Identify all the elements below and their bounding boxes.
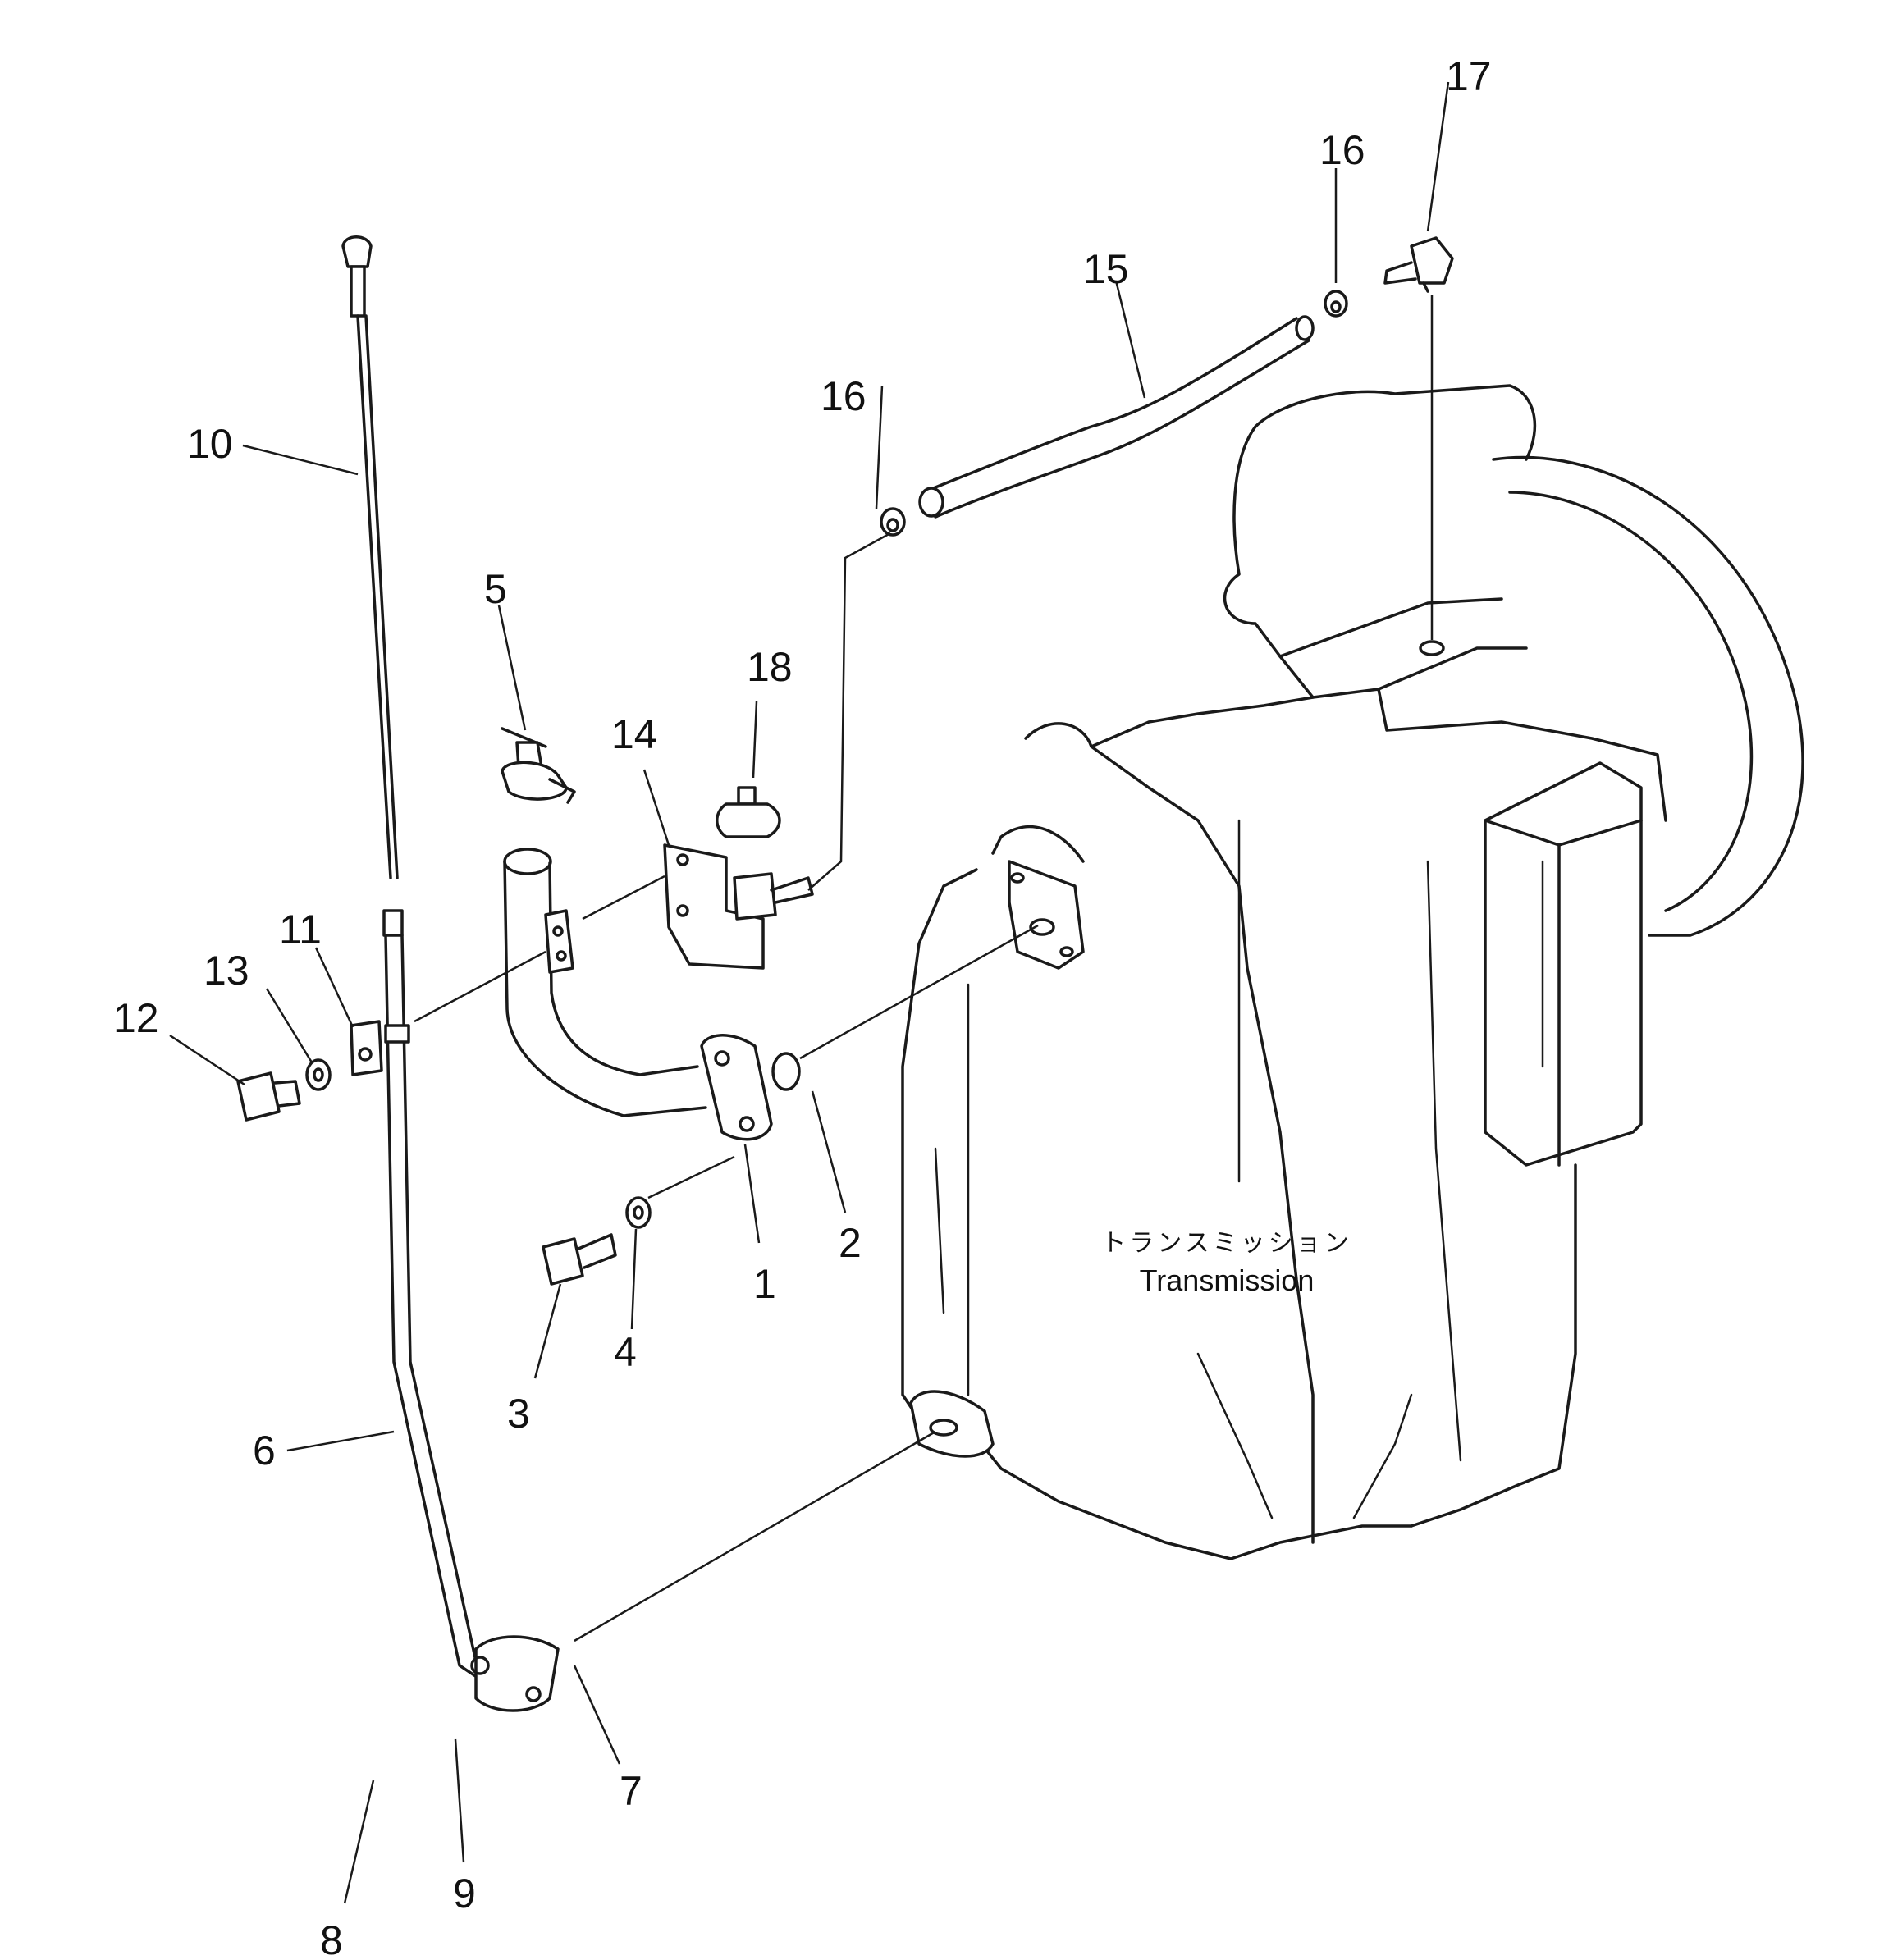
- breather-5: [501, 727, 576, 804]
- washer-13: [305, 1058, 332, 1091]
- clamp-bracket: [350, 1020, 383, 1076]
- callout-2: 2: [839, 1220, 862, 1266]
- callout-12: 12: [113, 995, 159, 1041]
- callout-15: 15: [1083, 246, 1129, 292]
- transmission-label-en: Transmission: [1140, 1263, 1315, 1297]
- elbow-17: [1383, 236, 1454, 293]
- callout-1: 1: [753, 1261, 776, 1307]
- callout-5: 5: [484, 566, 507, 612]
- transmission-label: トランスミッション Transmission: [1101, 1230, 1351, 1297]
- callout-4: 4: [614, 1329, 637, 1375]
- transmission-label-jp: トランスミッション: [1101, 1230, 1351, 1257]
- bolt-12: [236, 1071, 301, 1122]
- sensor-18: [716, 786, 781, 838]
- hose-15: [918, 315, 1315, 519]
- callout-11: 11: [279, 907, 322, 953]
- callout-16-upper: 16: [1319, 127, 1365, 173]
- callout-16-lower: 16: [821, 373, 867, 419]
- callout-14: 14: [611, 711, 657, 757]
- dipstick: [341, 235, 399, 879]
- clip-16-lower: [880, 507, 906, 537]
- bracket-14: [663, 843, 814, 970]
- callout-13: 13: [203, 948, 249, 994]
- callout-10: 10: [187, 421, 233, 467]
- filler-tube: [503, 848, 773, 1141]
- washer-4: [625, 1196, 652, 1229]
- callout-3: 3: [507, 1391, 530, 1437]
- callout-18: 18: [747, 644, 793, 690]
- transmission-housing: [901, 384, 1804, 1560]
- callout-leaders: [169, 81, 1450, 1904]
- o-ring-2: [771, 1052, 801, 1091]
- callout-9: 9: [453, 1871, 476, 1917]
- callout-6: 6: [253, 1428, 276, 1473]
- callout-8: 8: [320, 1917, 343, 1960]
- bolt-3: [542, 1233, 617, 1286]
- assembly-lines: [414, 295, 1434, 1642]
- callout-17: 17: [1446, 53, 1492, 99]
- clip-16-upper: [1324, 290, 1348, 318]
- guide-tube: [382, 909, 560, 1712]
- callout-7: 7: [620, 1768, 642, 1814]
- callout-numbers: 1 2 3 4 5 6 7 8 9 10 11 12 13 14 15 16 1…: [113, 53, 1492, 1960]
